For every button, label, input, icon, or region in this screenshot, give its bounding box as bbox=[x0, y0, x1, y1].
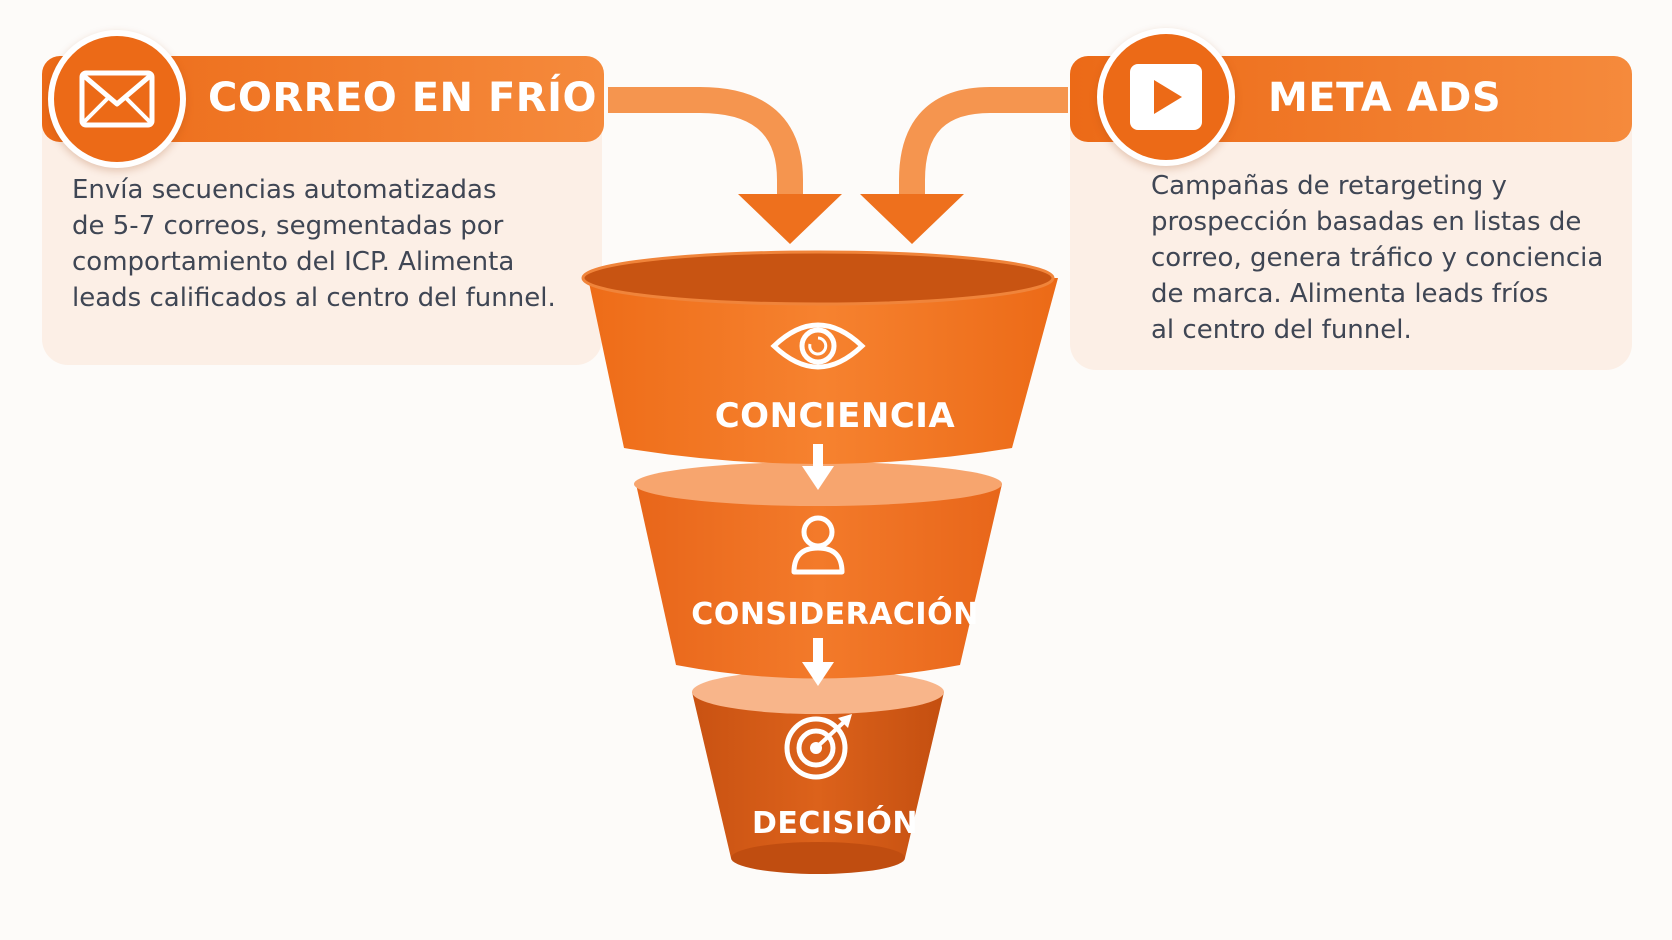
down-arrow-1 bbox=[802, 444, 834, 490]
eye-icon bbox=[770, 322, 866, 370]
target-icon bbox=[784, 714, 852, 780]
left-inflow-arrow bbox=[608, 87, 842, 244]
play-badge bbox=[1097, 28, 1235, 166]
funnel-stage-conciencia bbox=[581, 250, 1058, 464]
play-icon bbox=[1130, 64, 1202, 130]
stage-label-consideracion: CONSIDERACIÓN bbox=[691, 597, 979, 632]
envelope-badge bbox=[48, 30, 186, 168]
stage-label-conciencia: CONCIENCIA bbox=[714, 396, 956, 436]
stage-label-decision: DECISIÓN bbox=[752, 806, 918, 841]
funnel-stage-decision bbox=[692, 670, 944, 874]
down-arrow-2 bbox=[802, 638, 834, 686]
cold-email-description: Envía secuencias automatizadas de 5-7 co… bbox=[72, 175, 556, 313]
right-inflow-arrow bbox=[860, 87, 1068, 244]
cold-email-title: CORREO EN FRÍO bbox=[208, 75, 597, 121]
envelope-icon bbox=[79, 70, 155, 128]
meta-ads-title: META ADS bbox=[1268, 75, 1502, 121]
meta-ads-description: Campañas de retargeting y prospección ba… bbox=[1151, 171, 1604, 345]
person-icon bbox=[791, 515, 845, 575]
